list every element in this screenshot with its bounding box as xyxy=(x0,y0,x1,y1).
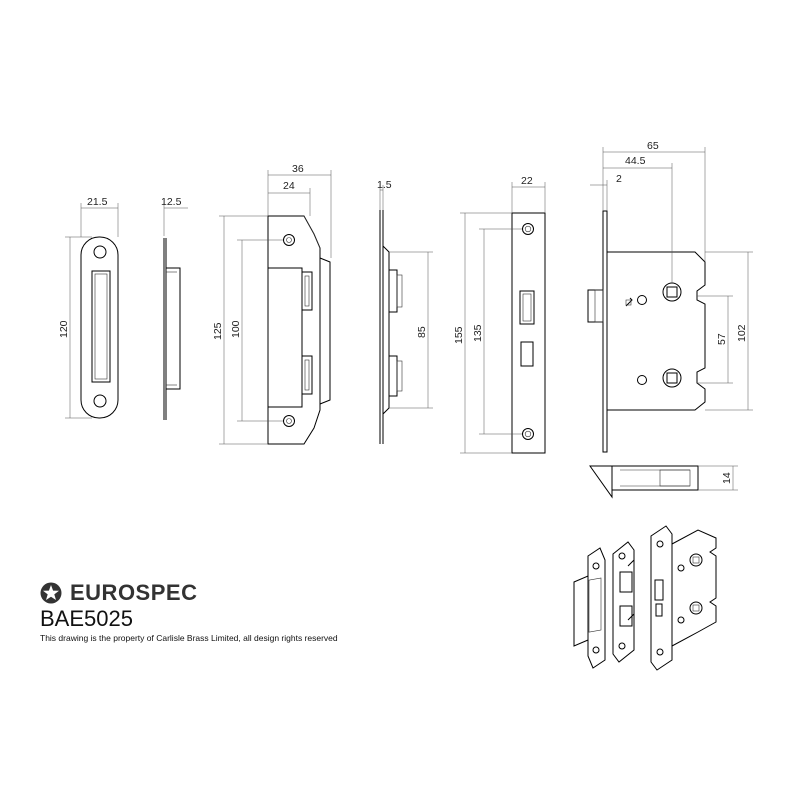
dim-strike-width: 21.5 xyxy=(87,196,108,208)
copyright-notice: This drawing is the property of Carlisle… xyxy=(40,633,338,643)
dim-forend-inner: 24 xyxy=(283,180,295,192)
strike-plate-side-view: 12.5 xyxy=(161,196,188,420)
dim-follower-centres: 57 xyxy=(716,333,728,345)
box-side-view: 1.5 85 xyxy=(377,179,433,444)
strike-plate-front-view: 21.5 120 xyxy=(58,196,119,419)
dim-offset: 2 xyxy=(616,173,622,185)
dim-faceplate-centres: 135 xyxy=(472,324,484,342)
dim-forend-width: 36 xyxy=(292,163,304,175)
isometric-assembly-view xyxy=(573,525,717,671)
dim-latch-height: 14 xyxy=(721,472,733,484)
dim-strike-depth: 12.5 xyxy=(161,196,182,208)
faceplate-front-view: 22 155 135 xyxy=(453,175,546,454)
lock-case-side-view: 65 44.5 2 57 102 xyxy=(587,140,753,453)
latch-bolt-plan-view: 14 xyxy=(589,465,738,499)
dim-forend-centres: 100 xyxy=(230,320,242,338)
dim-case-height: 102 xyxy=(736,324,748,342)
dim-forend-height: 125 xyxy=(212,322,224,340)
forend-front-view: 36 24 125 100 xyxy=(212,163,332,445)
dim-case-depth: 65 xyxy=(647,140,659,152)
brand-name: EUROSPEC xyxy=(70,580,198,605)
dim-strike-height: 120 xyxy=(58,320,70,338)
dim-backset: 44.5 xyxy=(625,155,646,167)
product-code: BAE5025 xyxy=(40,606,133,631)
dim-faceplate-height: 155 xyxy=(453,326,465,344)
star-circle-logo-icon xyxy=(40,582,62,604)
dim-box-height: 85 xyxy=(416,326,428,338)
dim-box-thickness: 1.5 xyxy=(377,179,392,191)
dim-faceplate-width: 22 xyxy=(521,175,533,187)
brand-block: EUROSPEC xyxy=(40,580,197,606)
